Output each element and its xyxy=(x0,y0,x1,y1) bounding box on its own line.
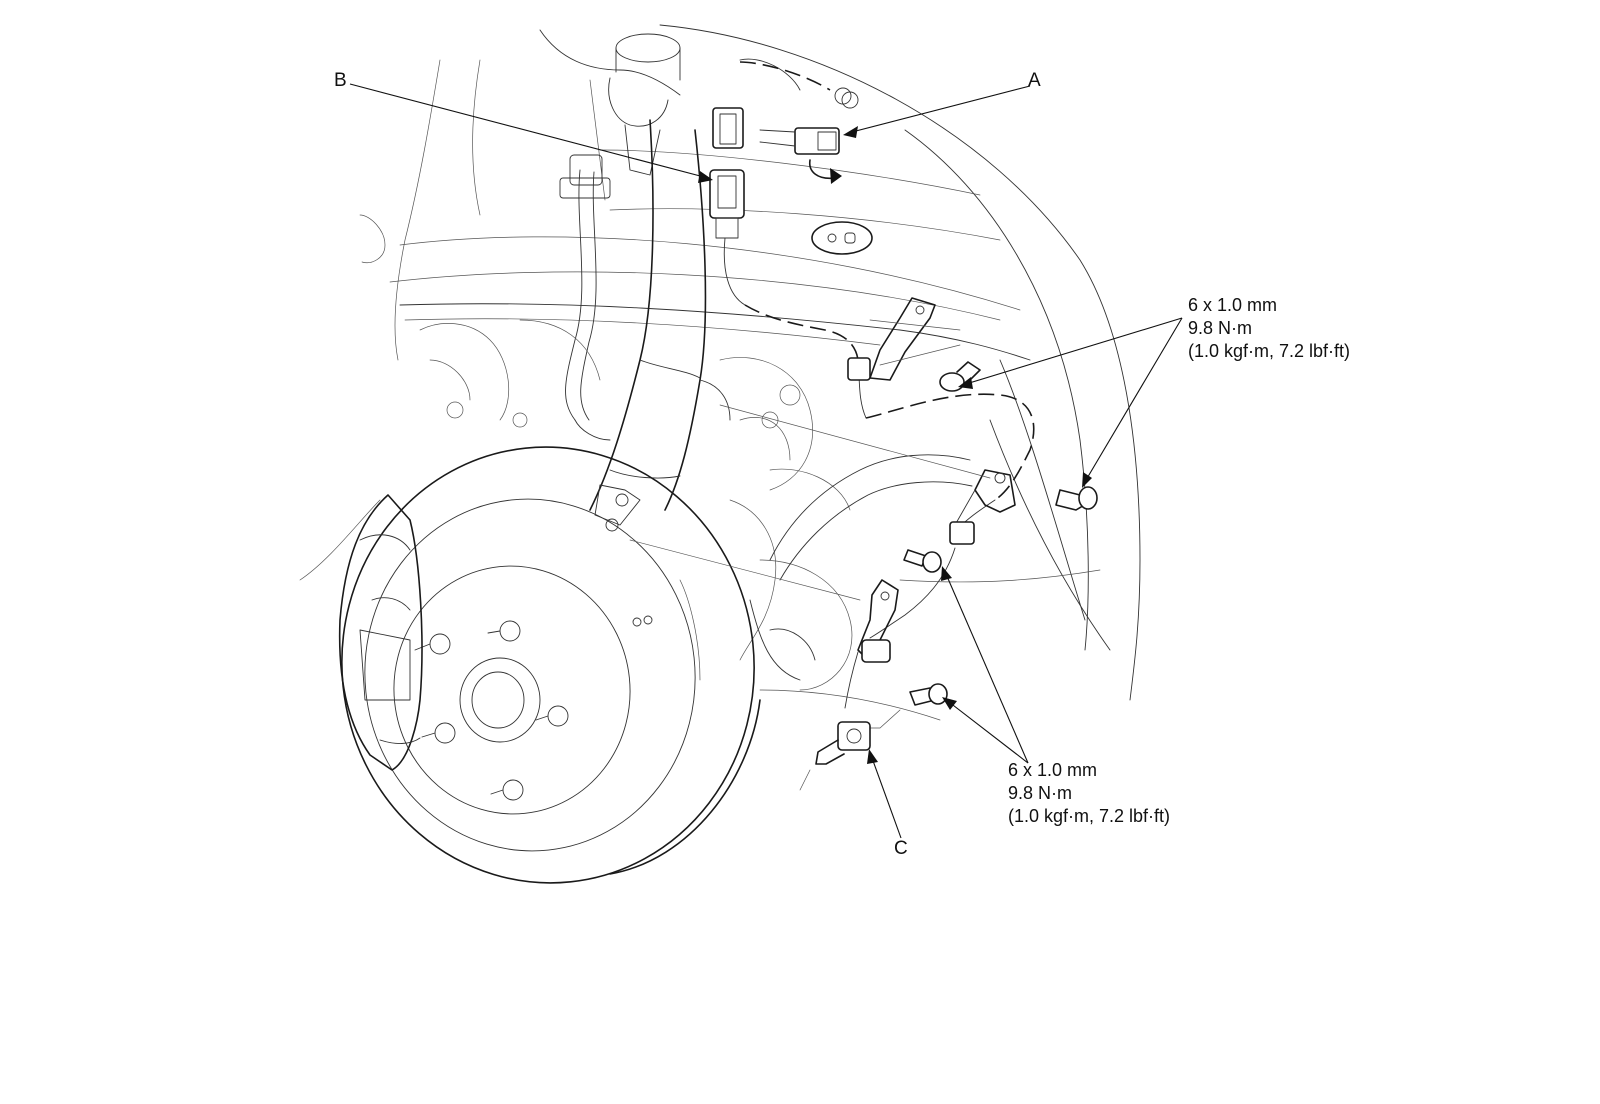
torque-spec-upper: 6 x 1.0 mm 9.8 N·m (1.0 kgf·m, 7.2 lbf·f… xyxy=(1188,295,1350,361)
torque-spec-lower: 6 x 1.0 mm 9.8 N·m (1.0 kgf·m, 7.2 lbf·f… xyxy=(1008,760,1170,826)
upper-bracket xyxy=(847,297,961,381)
grommet xyxy=(811,221,873,255)
connector-a xyxy=(759,127,842,184)
label-c: C xyxy=(894,838,908,859)
brake-disc xyxy=(341,446,761,884)
torque-spec-lower-value: 9.8 N·m xyxy=(1008,783,1072,803)
label-b: B xyxy=(334,70,347,91)
bolt-upper xyxy=(939,361,981,392)
leader-lines xyxy=(349,83,1183,839)
strut-assembly xyxy=(589,119,731,532)
brake-caliper xyxy=(338,494,423,771)
mid-bracket xyxy=(949,469,1016,545)
wheel-sensor xyxy=(799,721,871,791)
bolt-lower xyxy=(854,683,948,729)
label-a: A xyxy=(1028,70,1041,91)
torque-spec-upper-size: 6 x 1.0 mm xyxy=(1188,295,1277,315)
upper-strut-mount xyxy=(539,29,681,201)
bolt-mid-right xyxy=(1055,486,1098,511)
lower-arm xyxy=(749,454,973,681)
torque-spec-upper-value: 9.8 N·m xyxy=(1188,318,1252,338)
body-structure xyxy=(299,24,1141,721)
lower-bracket xyxy=(857,579,899,663)
brake-hose xyxy=(559,154,611,441)
torque-spec-upper-alt: (1.0 kgf·m, 7.2 lbf·ft) xyxy=(1188,341,1350,361)
torque-spec-lower-alt: (1.0 kgf·m, 7.2 lbf·ft) xyxy=(1008,806,1170,826)
connector-b xyxy=(709,87,859,239)
torque-spec-lower-size: 6 x 1.0 mm xyxy=(1008,760,1097,780)
sensor-harness xyxy=(723,58,1035,709)
bolt-mid-left xyxy=(903,549,942,573)
